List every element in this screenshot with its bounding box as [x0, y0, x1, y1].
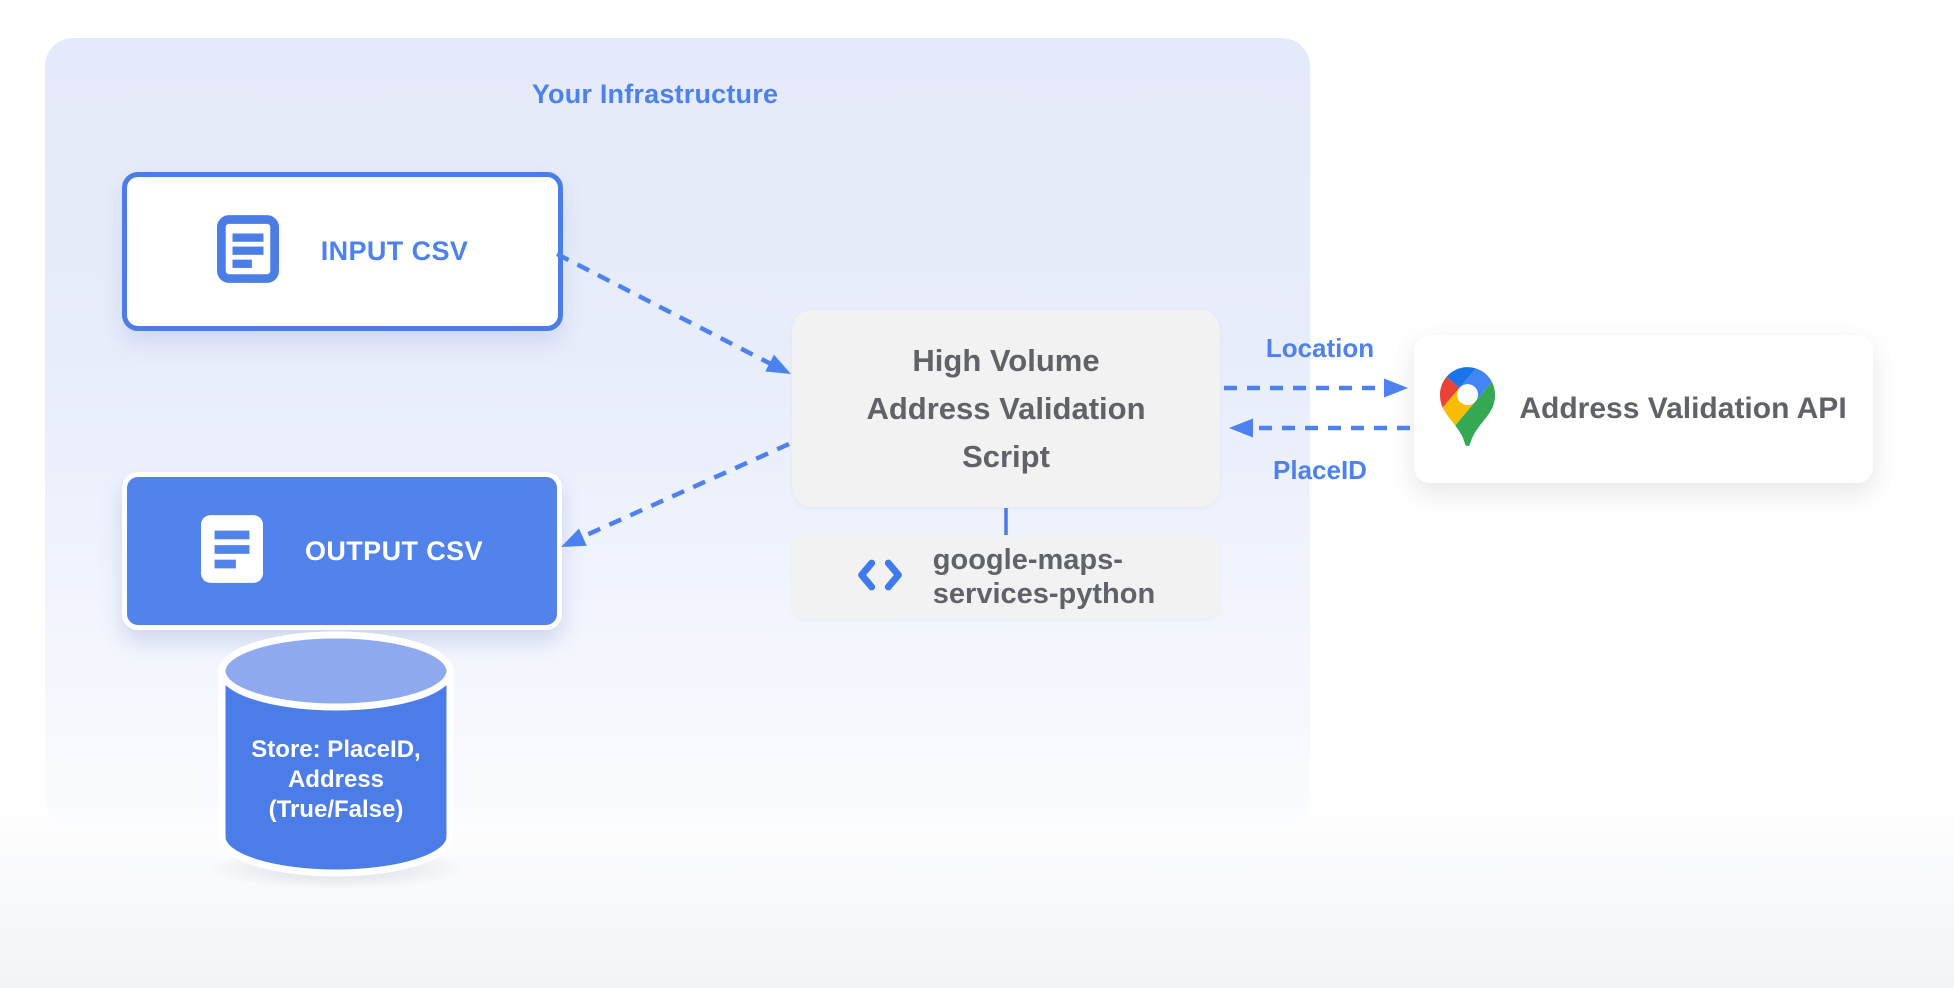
datastore-cylinder: Store: PlaceID, Address (True/False) [216, 631, 456, 877]
database-cylinder-icon [218, 631, 454, 877]
script-label-line: Script [962, 438, 1050, 474]
document-icon [200, 514, 263, 588]
datastore-label: Store: PlaceID, Address (True/False) [251, 736, 421, 823]
output-csv-label: OUTPUT CSV [304, 535, 483, 566]
script-label-line: High Volume [912, 342, 1100, 378]
script-label-line: Address Validation [866, 390, 1146, 426]
library-label: google-maps- services-python [932, 544, 1156, 610]
api-node: Address Validation API [1414, 335, 1873, 483]
library-node: google-maps- services-python [792, 536, 1220, 618]
code-icon [857, 558, 903, 597]
api-label: Address Validation API [1519, 392, 1847, 425]
google-maps-pin-icon [1440, 367, 1496, 451]
script-node: High Volume Address Validation Script [792, 310, 1220, 507]
input-csv-label: INPUT CSV [320, 236, 469, 266]
infrastructure-title: Your Infrastructure [531, 79, 779, 109]
input-csv-node: INPUT CSV [122, 172, 563, 331]
document-icon [216, 215, 279, 288]
edge-label-placeid: PlaceID [1273, 455, 1367, 485]
output-csv-node: OUTPUT CSV [122, 472, 562, 630]
edge-label-location: Location [1265, 333, 1375, 363]
